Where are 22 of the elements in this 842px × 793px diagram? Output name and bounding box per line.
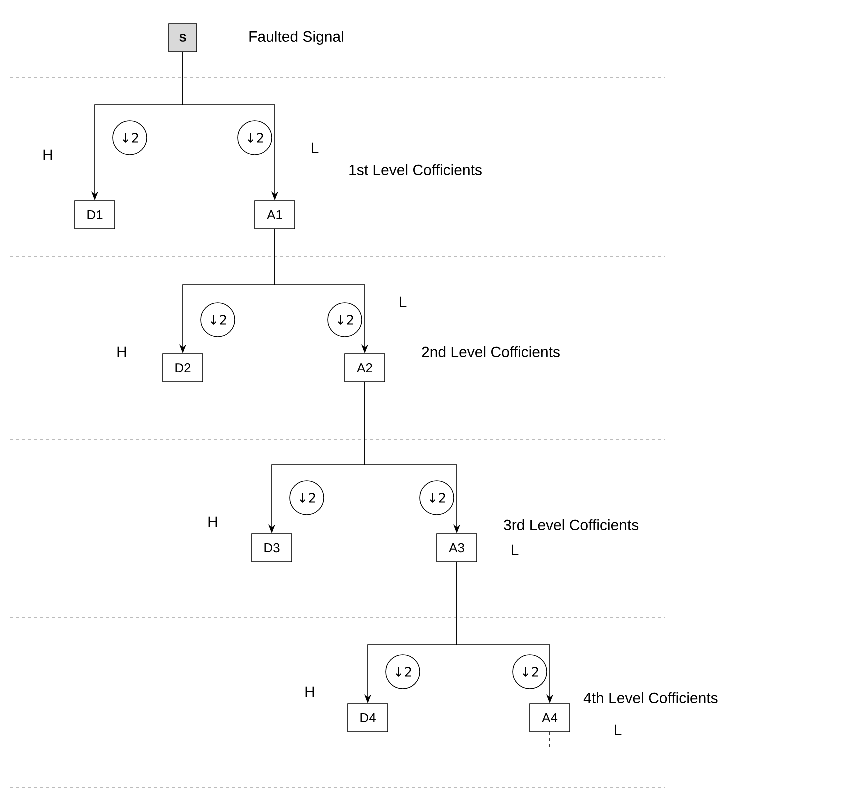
level-label: L [615, 724, 622, 736]
coefficient-box: A2 [344, 354, 386, 382]
coefficient-box: A4 [530, 704, 570, 732]
coefficient-box: A1 [254, 200, 296, 230]
level-label: L [512, 544, 519, 556]
level-label: H [44, 150, 52, 160]
signal-box: S [168, 24, 198, 52]
coefficient-box: A3 [436, 534, 478, 562]
level-label: L [312, 142, 319, 154]
level-label: 3rd Level Cofficients [504, 520, 639, 530]
level-label: 2nd Level Cofficients [422, 346, 560, 358]
coefficient-box: D4 [348, 704, 388, 732]
level-label: H [306, 686, 314, 698]
level-label: 4th Level Cofficients [584, 692, 718, 704]
level-label: H [118, 346, 126, 358]
level-label: H [208, 516, 218, 528]
coefficient-box: D2 [162, 354, 204, 382]
level-label: 1st Level Cofficients [350, 164, 482, 176]
level-label: L [400, 296, 407, 308]
coefficient-box: D1 [74, 200, 116, 230]
node-label: Faulted Signal [250, 31, 344, 45]
coefficient-box: D3 [252, 534, 292, 562]
